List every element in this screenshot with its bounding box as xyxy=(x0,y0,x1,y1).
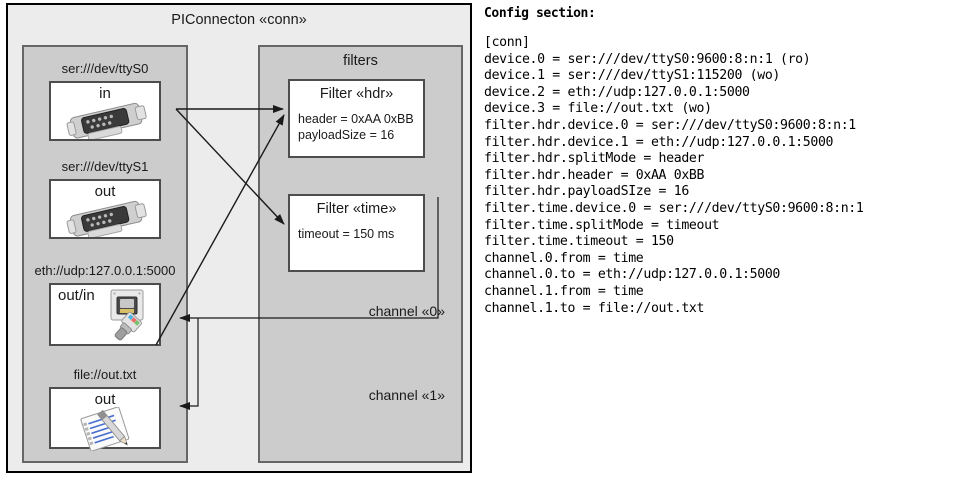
filter-box-time[interactable]: Filter «time» timeout = 150 ms xyxy=(288,194,425,272)
device-label-file: file://out.txt xyxy=(73,367,137,382)
filters-group: filters Filter «hdr» header = 0xAA 0xBB … xyxy=(258,45,463,463)
device-label-eth: eth://udp:127.0.0.1:5000 xyxy=(34,263,176,278)
device-direction-ttys0: in xyxy=(99,85,111,102)
device-direction-file: out xyxy=(94,391,116,408)
connection-container: PIConnecton «conn» ser:///dev/ttyS0 in xyxy=(6,3,472,473)
device-label-ttys0: ser:///dev/ttyS0 xyxy=(61,61,149,76)
device-direction-ttys1: out xyxy=(94,183,116,200)
device-label-ttys1: ser:///dev/ttyS1 xyxy=(61,159,149,174)
device-box-ttys1[interactable]: out xyxy=(49,179,161,239)
filter-attrs-hdr: header = 0xAA 0xBB payloadSize = 16 xyxy=(298,111,414,143)
filter-attr: timeout = 150 ms xyxy=(298,227,395,241)
serial-port-icon xyxy=(65,199,149,242)
filters-group-title: filters xyxy=(343,53,378,69)
channel-label-1: channel «1» xyxy=(368,387,445,403)
device-direction-eth: out/in xyxy=(58,287,95,304)
filter-box-hdr[interactable]: Filter «hdr» header = 0xAA 0xBB payloadS… xyxy=(288,79,425,158)
filter-title-time: Filter «time» xyxy=(316,201,397,217)
ethernet-port-icon xyxy=(97,288,159,349)
page-title: PIConnecton «conn» xyxy=(171,12,307,28)
config-text: [conn] device.0 = ser:///dev/ttyS0:9600:… xyxy=(484,35,864,316)
config-heading: Config section: xyxy=(484,6,596,21)
devices-group: ser:///dev/ttyS0 in xyxy=(22,45,188,463)
channel-label-0: channel «0» xyxy=(368,303,445,319)
device-box-eth[interactable]: out/in xyxy=(49,283,161,346)
device-box-file[interactable]: out xyxy=(49,387,161,452)
text-file-icon xyxy=(75,406,141,456)
filter-attr: payloadSize = 16 xyxy=(298,128,395,142)
filter-attr: header = 0xAA 0xBB xyxy=(298,112,414,126)
serial-port-icon xyxy=(65,101,149,144)
filter-title-hdr: Filter «hdr» xyxy=(319,86,394,102)
filter-attrs-time: timeout = 150 ms xyxy=(298,226,394,242)
config-panel: Config section: [conn] device.0 = ser://… xyxy=(484,6,960,476)
device-box-ttys0[interactable]: in xyxy=(49,81,161,141)
